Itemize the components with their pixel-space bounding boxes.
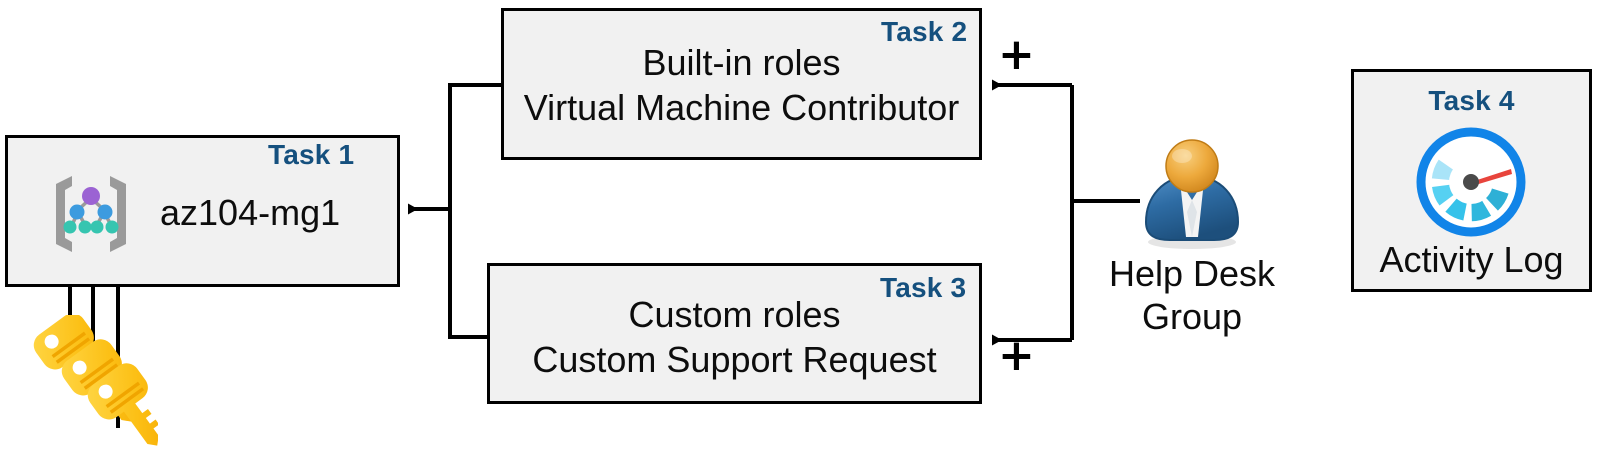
task2-label: Task 2 <box>881 16 968 47</box>
plus-task2: + <box>998 29 1035 80</box>
task3-text-line1: Custom roles <box>628 294 841 335</box>
management-group-icon <box>48 172 134 254</box>
task4-text: Activity Log <box>1379 239 1564 280</box>
person-caption-line1: Help Desk <box>1108 253 1276 294</box>
person-caption-line2: Group <box>1141 296 1243 337</box>
key-icon <box>33 313 160 449</box>
task2-text-line2: Virtual Machine Contributor <box>523 87 960 128</box>
task1-label: Task 1 <box>268 139 355 170</box>
task2-box[interactable] <box>501 8 982 160</box>
task4-label: Task 4 <box>1428 85 1515 116</box>
task3-label: Task 3 <box>880 272 967 303</box>
task2-text-line1: Built-in roles <box>642 42 841 83</box>
task1-box[interactable] <box>5 135 400 287</box>
user-group-icon <box>1132 138 1252 251</box>
task3-text-line2: Custom Support Request <box>532 339 937 380</box>
task1-text: az104-mg1 <box>160 192 341 233</box>
plus-task3: + <box>998 330 1035 381</box>
task3-box[interactable] <box>487 263 982 404</box>
gauge-icon <box>1411 127 1531 237</box>
